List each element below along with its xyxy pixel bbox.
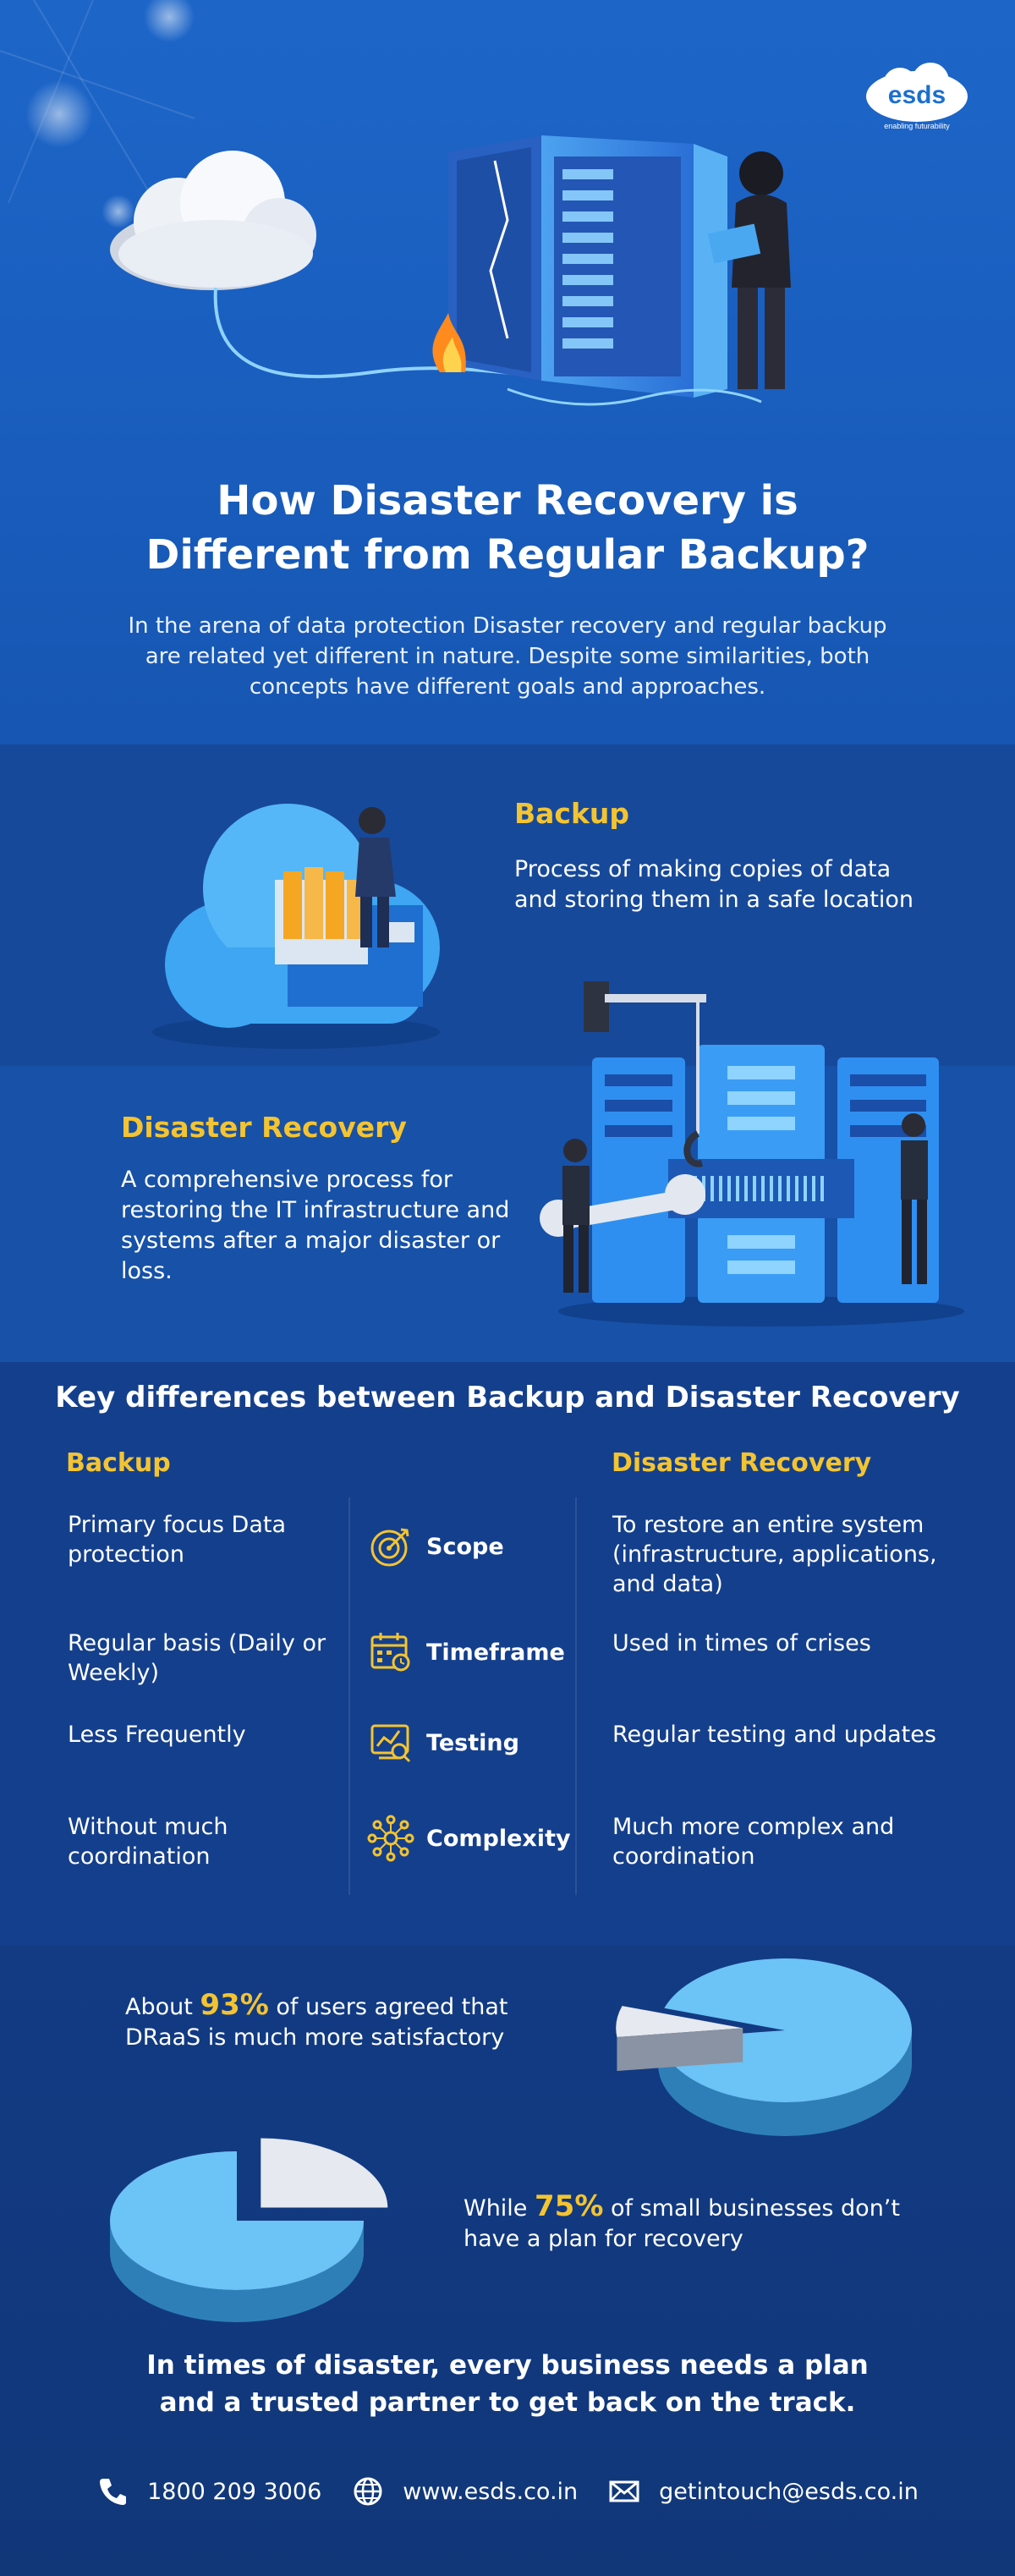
hero-section: esds enabling futurability How Disaster … — [0, 0, 1015, 744]
phone-number: 1800 209 3006 — [147, 2478, 322, 2505]
mail-icon — [609, 2480, 639, 2502]
backup-definition-band — [0, 744, 1015, 1066]
pie-main-slice — [659, 1958, 912, 2102]
row-label-scope: Scope — [367, 1521, 587, 1572]
stat-draas-satisfaction: About 93% of users agreed that DRaaS is … — [125, 1990, 565, 2053]
testing-chart-icon — [370, 1724, 411, 1763]
title-line-1: How Disaster Recovery is — [217, 477, 798, 525]
hero-illustration — [0, 0, 791, 406]
pie-exploded-slice — [261, 2138, 388, 2208]
logo-wordmark: esds — [888, 81, 946, 109]
dr-scope: To restore an entire system (infrastruct… — [612, 1512, 937, 1597]
intro-paragraph: In the arena of data protection Disaster… — [128, 613, 887, 700]
hacker-icon — [707, 151, 791, 389]
network-complexity-icon — [367, 1815, 414, 1862]
phone-icon — [100, 2479, 127, 2505]
closing-statement: In times of disaster, every business nee… — [0, 2347, 1015, 2421]
contact-email[interactable]: getintouch@esds.co.in — [608, 2475, 919, 2507]
stat-small-business-plan: While 75% of small businesses don’t have… — [464, 2191, 937, 2255]
server-repair-illustration — [540, 981, 964, 1326]
backup-testing: Less Frequently — [68, 1722, 246, 1748]
backup-complexity: Without much coordination — [68, 1814, 228, 1870]
pie-side-wall — [658, 2030, 912, 2136]
row-label-testing: Testing — [367, 1717, 587, 1768]
calendar-icon — [370, 1633, 410, 1672]
person-icon — [355, 807, 396, 947]
dr-column-heading: Disaster Recovery — [612, 1448, 872, 1478]
page-title: How Disaster Recovery is Different from … — [0, 474, 1015, 582]
pie-main-slice — [110, 2151, 364, 2290]
scope-target-icon — [370, 1528, 409, 1567]
crane-hook-icon — [584, 981, 706, 1167]
dr-testing: Regular testing and updates — [612, 1722, 936, 1748]
timeframe-label: Timeframe — [426, 1639, 565, 1666]
stat2-prefix: While — [464, 2195, 535, 2222]
pie-chart-93 — [616, 1958, 912, 2136]
column-divider — [575, 1497, 577, 1895]
dr-timeframe: Used in times of crises — [612, 1630, 871, 1656]
technician-icon — [562, 1113, 928, 1293]
fire-icon — [432, 313, 466, 372]
stat1-percent: 93% — [200, 1988, 269, 2022]
closing-line-2: and a trusted partner to get back on the… — [159, 2387, 856, 2418]
backup-description: Process of making copies of data and sto… — [514, 856, 914, 913]
backup-timeframe: Regular basis (Daily or Weekly) — [68, 1630, 326, 1686]
pie-chart-75 — [110, 2138, 388, 2322]
dr-heading: Disaster Recovery — [121, 1111, 407, 1144]
email-address[interactable]: getintouch@esds.co.in — [659, 2478, 919, 2505]
contact-bar: 1800 209 3006 www.esds.co.in getintouch@… — [0, 2470, 1015, 2513]
backup-definition: Backup Process of making copies of data … — [514, 797, 920, 915]
pie-exploded-slice — [616, 2006, 743, 2037]
website-link[interactable]: www.esds.co.in — [403, 2478, 579, 2505]
cloud-icon — [110, 151, 316, 290]
row-label-complexity: Complexity — [367, 1813, 587, 1864]
cloud-filing-cabinet-illustration — [152, 804, 440, 1049]
dr-description: A comprehensive process for restoring th… — [121, 1167, 510, 1284]
contact-website[interactable]: www.esds.co.in — [352, 2475, 578, 2507]
stat2-suffix: of small businesses don’t have a plan fo… — [464, 2195, 900, 2252]
server-rack-icon — [448, 135, 727, 398]
row-label-timeframe: Timeframe — [367, 1627, 587, 1678]
stat2-percent: 75% — [535, 2189, 604, 2223]
title-line-2: Different from Regular Backup? — [145, 531, 870, 579]
column-divider — [348, 1497, 350, 1895]
pie-side-wall — [110, 2221, 364, 2322]
backup-scope: Primary focus Data protection — [68, 1512, 287, 1568]
dr-definition: Disaster Recovery A comprehensive proces… — [121, 1111, 527, 1287]
closing-line-1: In times of disaster, every business nee… — [146, 2350, 869, 2381]
stat1-suffix: of users agreed that DRaaS is much more … — [125, 1994, 508, 2051]
dr-complexity: Much more complex and coordination — [612, 1814, 895, 1870]
differences-title: Key differences between Backup and Disas… — [55, 1381, 960, 1414]
filing-cabinet-icon — [275, 867, 423, 1007]
stat1-prefix: About — [125, 1994, 200, 2020]
testing-label: Testing — [426, 1729, 519, 1756]
backup-column-heading: Backup — [66, 1448, 171, 1478]
complexity-label: Complexity — [426, 1825, 571, 1852]
esds-logo: esds enabling futurability — [866, 63, 968, 130]
scope-label: Scope — [426, 1533, 504, 1560]
globe-icon — [354, 2477, 382, 2506]
differences-section — [0, 1362, 1015, 1946]
logo-tagline: enabling futurability — [884, 122, 950, 130]
backup-heading: Backup — [514, 797, 630, 830]
pie-exploded-slice-side — [617, 2028, 743, 2071]
contact-phone[interactable]: 1800 209 3006 — [96, 2475, 321, 2507]
server-rack-icon — [592, 1045, 939, 1303]
